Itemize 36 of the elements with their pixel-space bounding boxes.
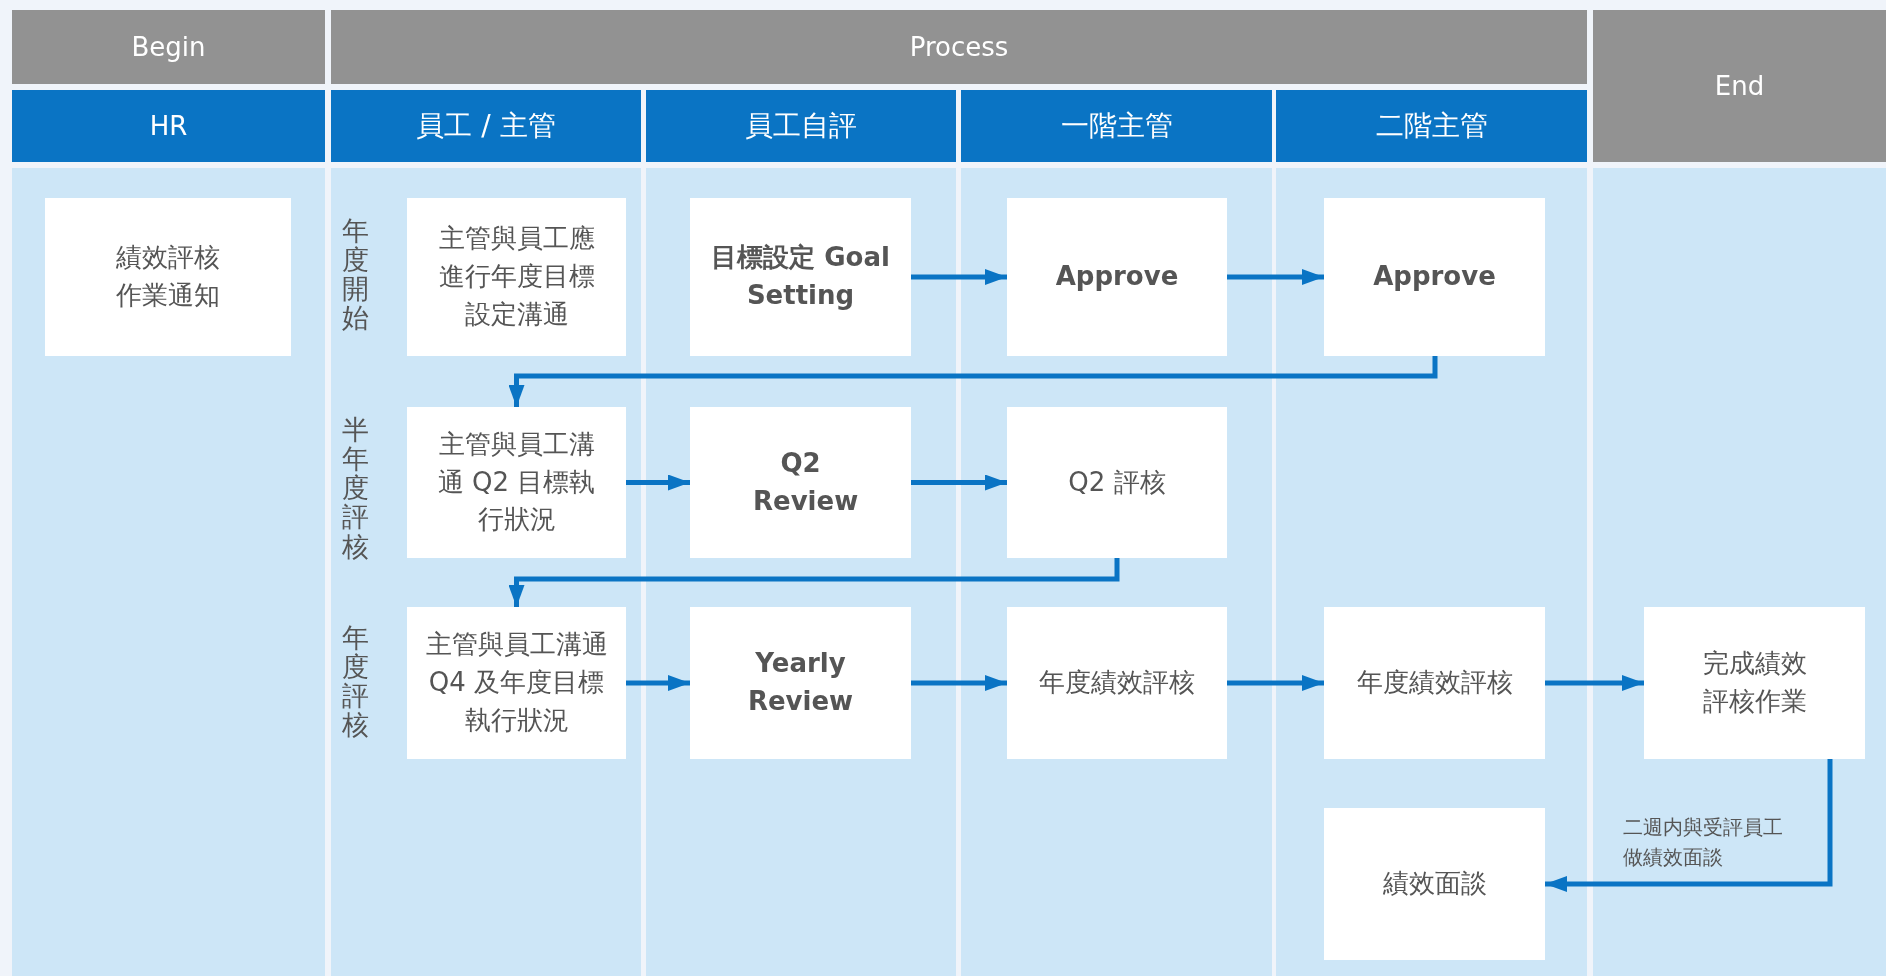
row-label: 年度開始	[340, 216, 370, 333]
lane-header: 二階主管	[1276, 90, 1587, 162]
arrow	[508, 558, 1120, 607]
process-box: 績效評核作業通知	[45, 198, 291, 356]
phase-header: End	[1593, 10, 1886, 162]
lane-header: HR	[12, 90, 325, 162]
row-label: 年度評核	[340, 623, 370, 740]
arrow	[1545, 759, 1833, 892]
process-box: Q2 評核	[1007, 407, 1227, 558]
lane-header: 員工 / 主管	[331, 90, 641, 162]
lane-header: 員工自評	[646, 90, 956, 162]
arrow	[626, 474, 690, 491]
process-box: 完成績效評核作業	[1644, 607, 1865, 759]
arrow	[911, 474, 1007, 491]
process-box: Q2 Review	[690, 407, 911, 558]
lane-header: 一階主管	[961, 90, 1272, 162]
arrow	[1545, 675, 1644, 691]
row-label: 半年度評核	[340, 415, 370, 561]
arrow	[911, 675, 1007, 691]
phase-header: Begin	[12, 10, 325, 84]
arrow	[1227, 675, 1324, 691]
arrow	[626, 675, 690, 691]
arrow	[508, 356, 1438, 407]
process-box: 目標設定 Goal Setting	[690, 198, 911, 356]
process-box: 主管與員工溝通 Q4 及年度目標執行狀況	[407, 607, 626, 759]
process-box: 年度績效評核	[1007, 607, 1227, 759]
process-box: 主管與員工溝通 Q2 目標執行狀況	[407, 407, 626, 558]
process-box: Approve	[1007, 198, 1227, 356]
process-box: 年度績效評核	[1324, 607, 1545, 759]
arrow	[1227, 269, 1324, 285]
process-box: Approve	[1324, 198, 1545, 356]
process-box: 主管與員工應進行年度目標設定溝通	[407, 198, 626, 356]
process-box: 績效面談	[1324, 808, 1545, 960]
arrow	[911, 269, 1007, 285]
phase-header: Process	[331, 10, 1587, 84]
process-box: Yearly Review	[690, 607, 911, 759]
